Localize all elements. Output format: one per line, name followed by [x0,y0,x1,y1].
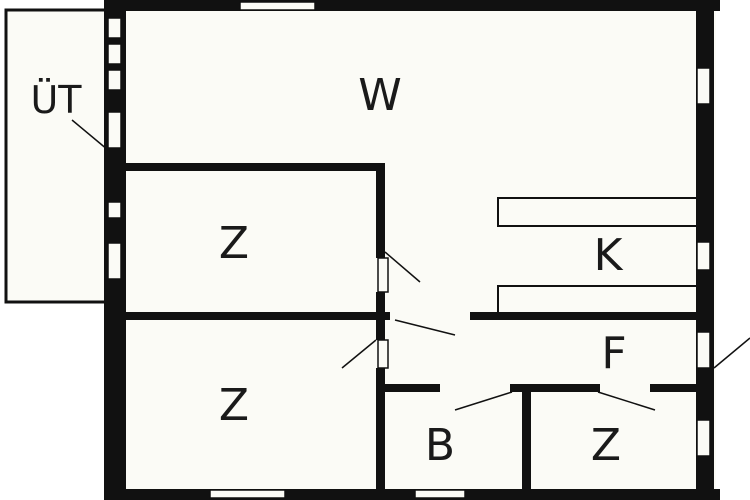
window-bottom-middle [414,489,466,499]
wall-z-top-upper [120,163,385,171]
room-label-w: W [358,70,402,121]
wall-z-top-right-upper [376,163,385,258]
window-left-1 [107,17,122,39]
room-label-k: K [594,230,624,281]
wall-kitchen-bottom [470,312,700,320]
window-left-2 [107,43,122,65]
terrace-outline [4,8,108,304]
room-labels: W K F B Z Z Z ÜT [30,70,626,471]
kitchen-counter-upper [497,197,696,227]
wall-hall-bottom-1 [380,384,440,392]
kitchen-counters [497,197,696,312]
door-swing-bath [454,391,513,411]
door-entrance [696,331,711,369]
door-z-top [377,257,389,293]
floor [108,3,716,497]
door-swing-z-small [597,391,656,411]
window-left-4 [107,201,122,219]
door-swing-entrance [713,337,750,369]
window-left-3 [107,69,122,91]
wall-bottom [104,489,720,500]
room-label-f: F [601,328,626,379]
room-label-z-left: Z [219,380,249,431]
wall-z-top-lower [120,312,390,320]
door-swing-hall [394,319,456,336]
door-kitchen-hall [390,314,470,318]
window-top [239,1,316,11]
door-swing-z-left [341,339,377,369]
window-bottom-left [209,489,286,499]
window-right-upper [696,67,711,105]
wall-hall-bottom-3 [650,384,700,392]
wall-z-left-right [376,368,385,498]
window-left-5 [107,242,122,280]
interior-walls [120,163,700,498]
door-z-left [377,339,389,369]
room-label-b: B [425,420,455,471]
room-label-z-small: Z [591,420,621,471]
door-bath [440,386,510,390]
window-right-middle [696,241,711,271]
door-swings [71,119,750,411]
wall-hall-bottom-2 [510,384,600,392]
wall-bath-right [522,384,531,496]
door-swing-terrace [71,119,109,151]
door-terrace [107,111,122,149]
room-label-z-top: Z [219,218,249,269]
openings [107,1,711,499]
room-label-ut: ÜT [30,78,82,122]
kitchen-counter-lower [497,285,696,312]
wall-top [104,0,720,11]
window-right-lower [696,419,711,457]
door-swing-z-top [384,251,421,283]
door-z-small [600,386,650,390]
